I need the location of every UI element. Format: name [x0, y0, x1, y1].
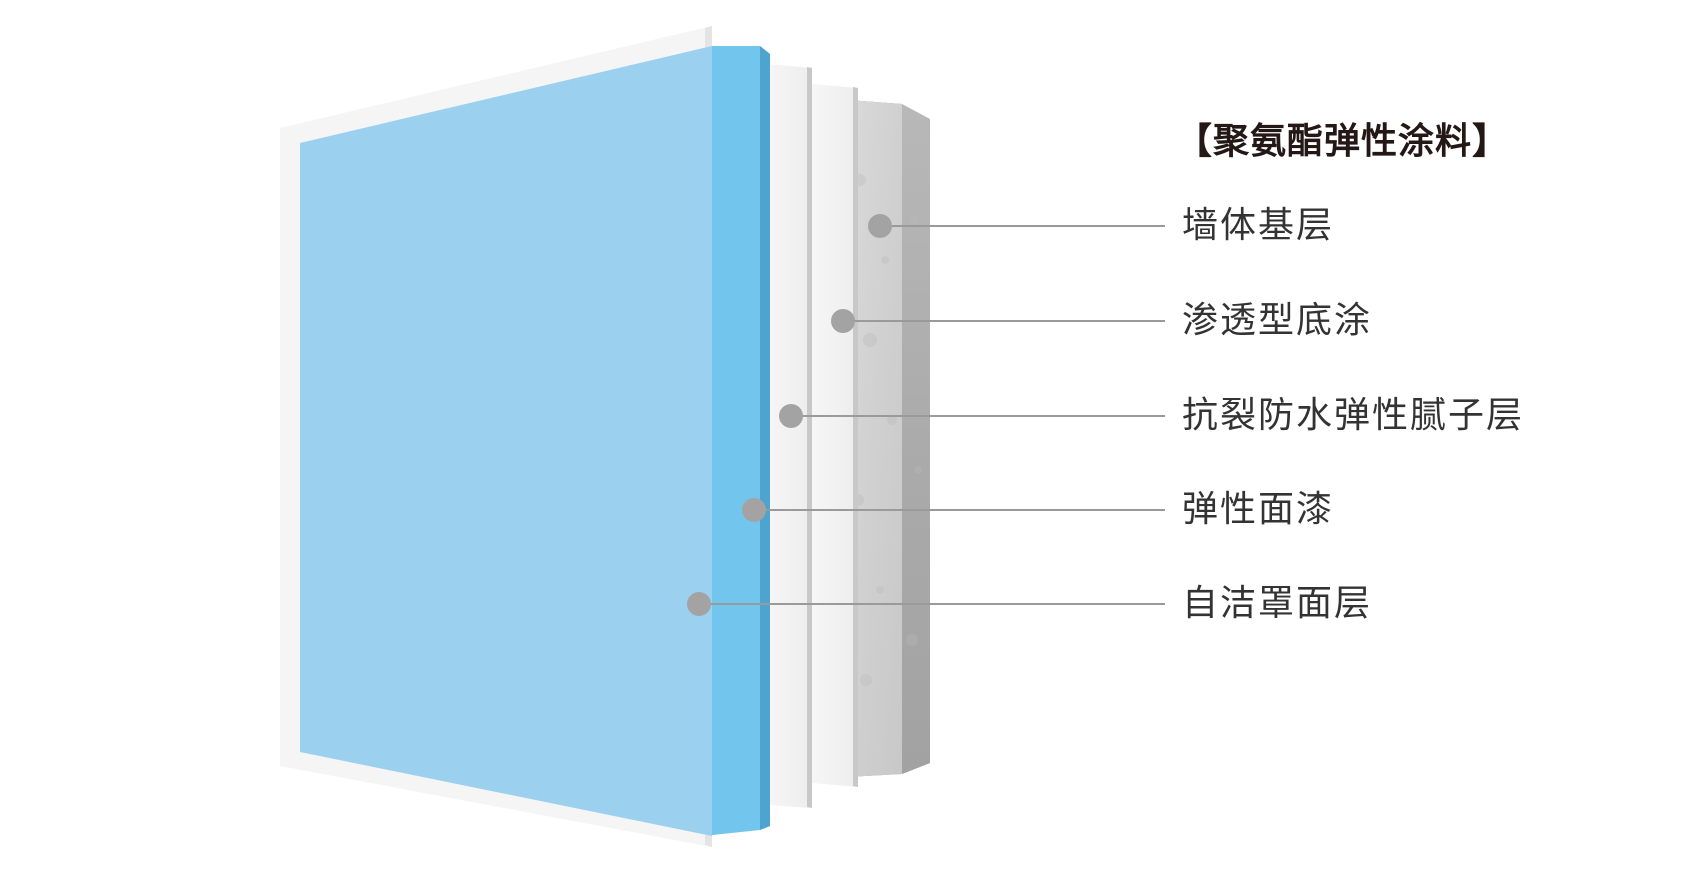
layer-label-putty: 抗裂防水弹性腻子层: [1182, 395, 1525, 436]
topcoat-layer: [703, 46, 770, 836]
finish-layer: [280, 26, 712, 847]
layer-label-topcoat: 弹性面漆: [1182, 489, 1335, 530]
layer-label-primer: 渗透型底涂: [1182, 300, 1373, 341]
primer-layer: [812, 84, 858, 787]
layer-marker: [779, 404, 803, 428]
layer-label-finish: 自洁罩面层: [1182, 583, 1373, 624]
layer-marker: [687, 592, 711, 616]
markers: [687, 214, 892, 616]
layer-marker: [868, 214, 892, 238]
layer-label-wall-substrate: 墙体基层: [1182, 205, 1335, 246]
layer-marker: [831, 309, 855, 333]
wall-substrate-layer: [848, 100, 930, 777]
diagram-title: 【聚氨酯弹性涂料】: [1176, 121, 1510, 162]
leader-lines: [699, 225, 1165, 605]
layer-marker: [742, 498, 766, 522]
putty-layer: [768, 64, 812, 808]
